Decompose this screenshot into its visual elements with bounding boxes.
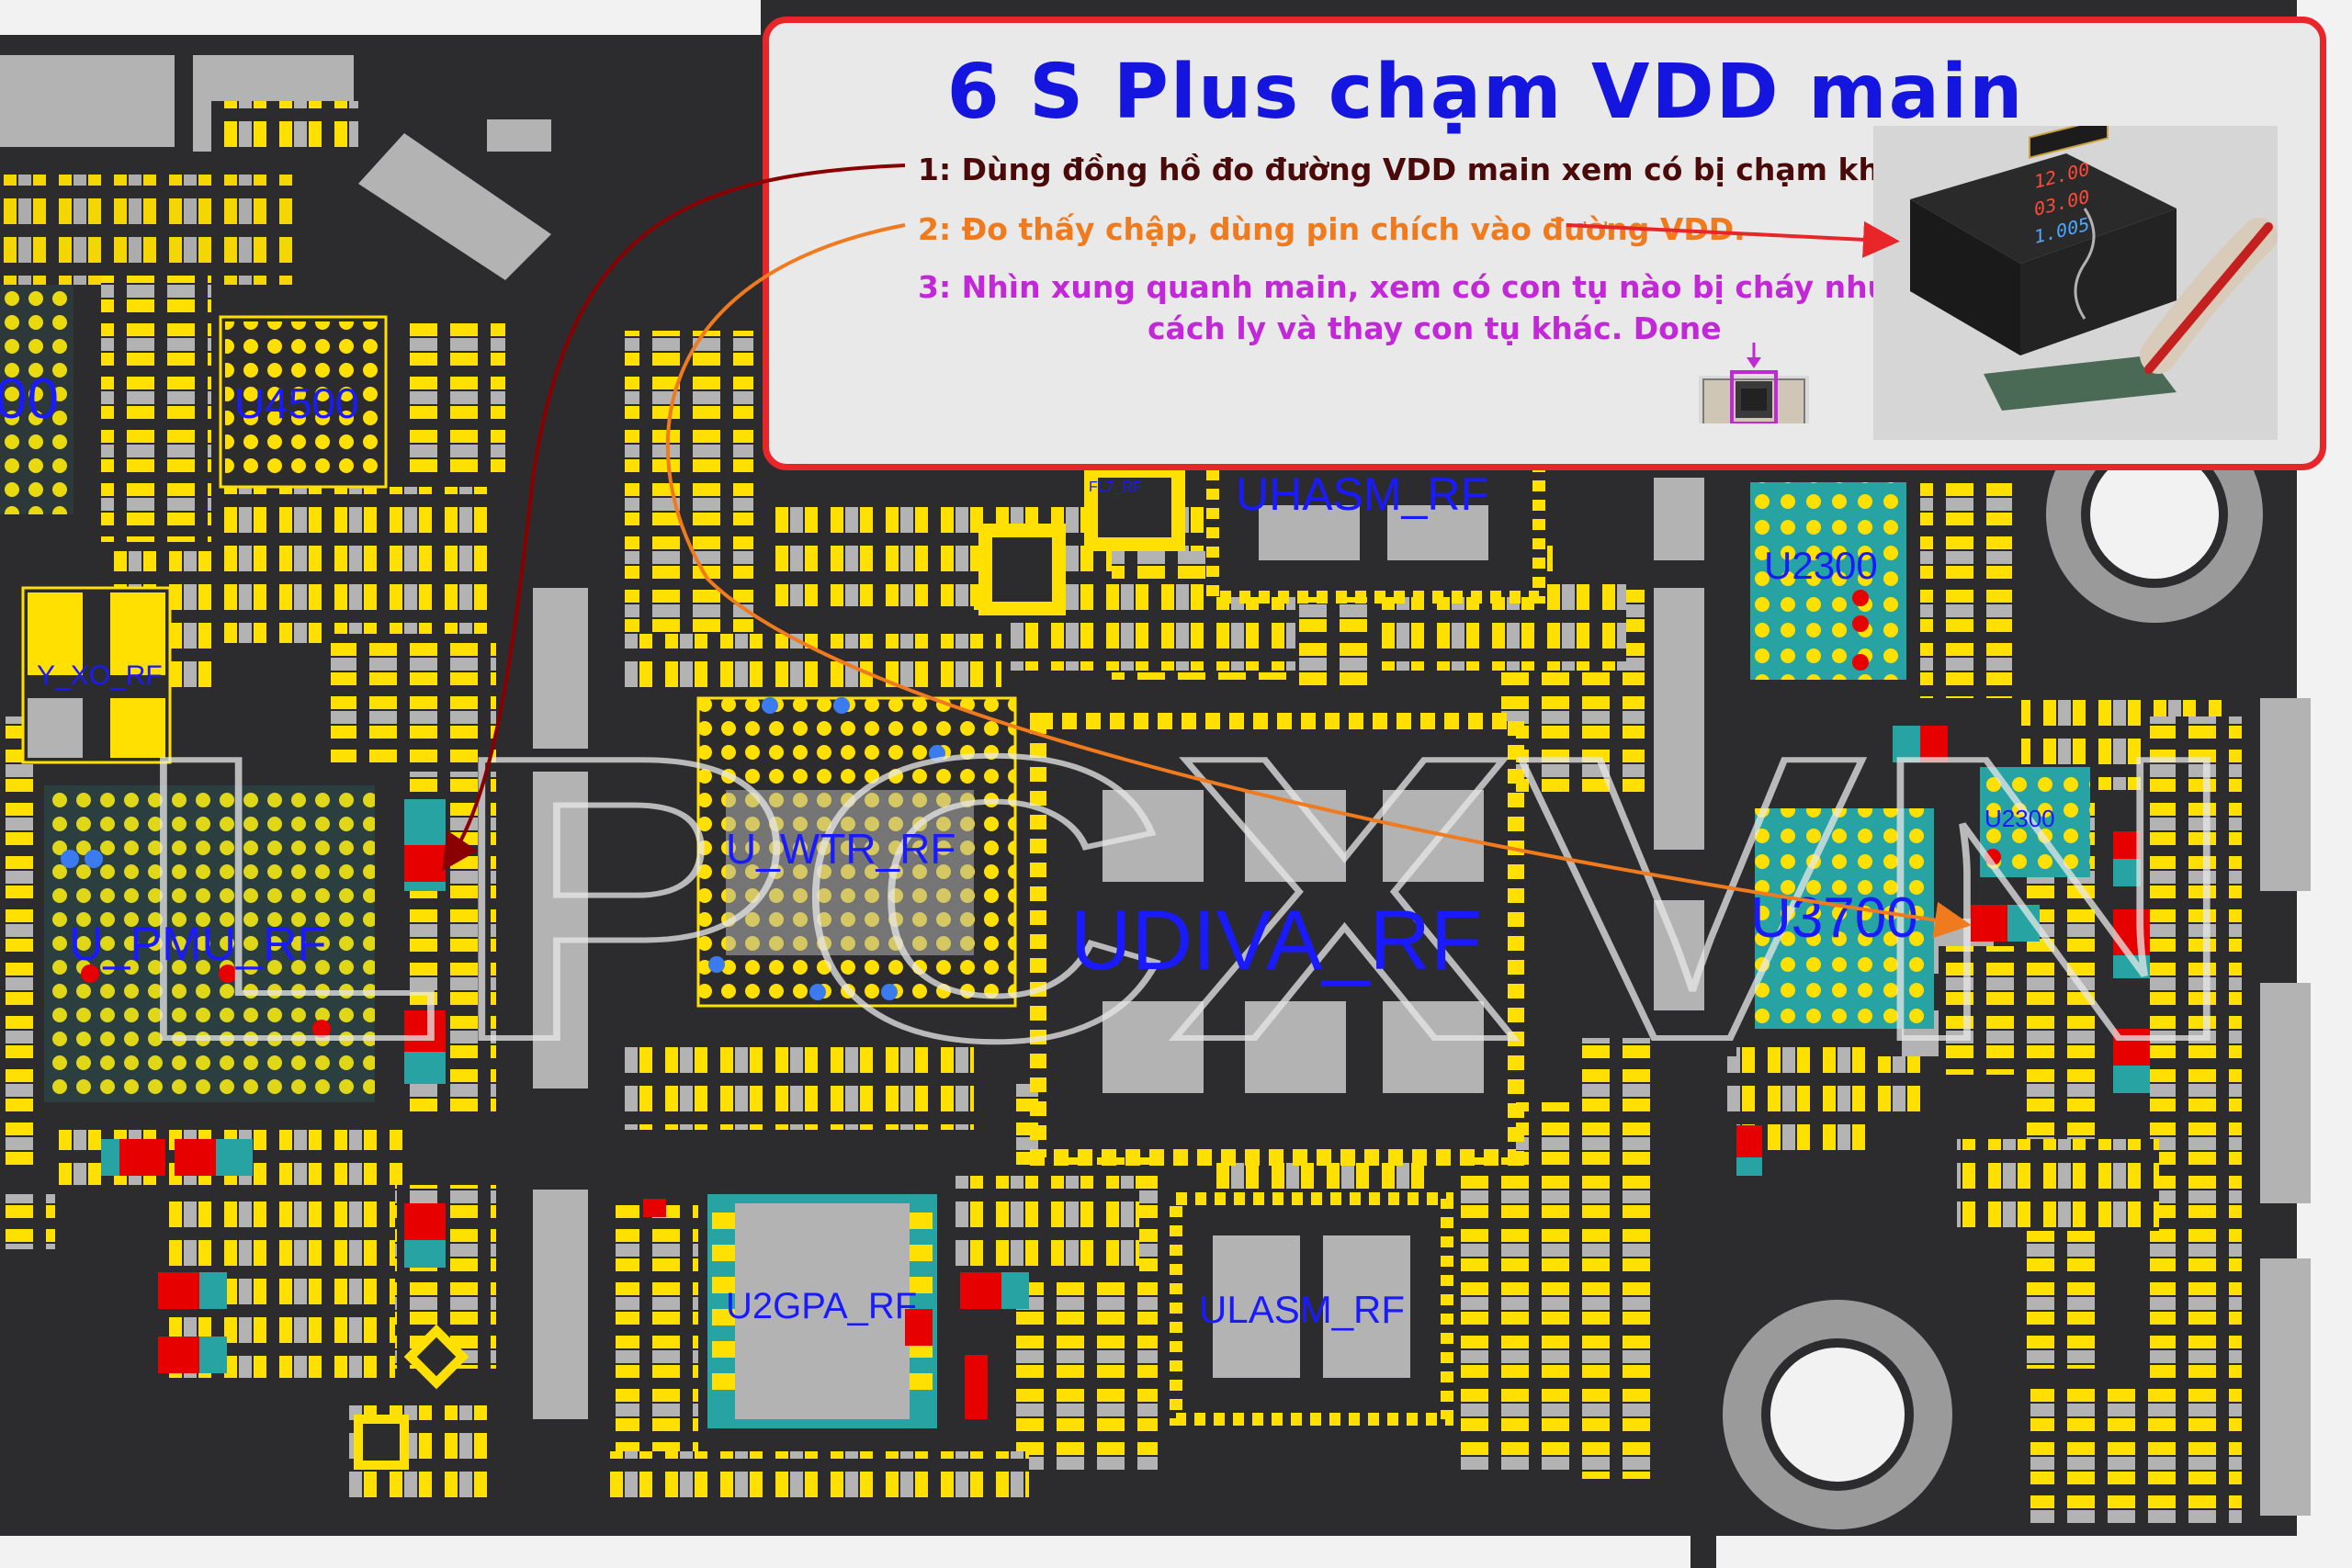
label-y-xo-rf: Y_XO_RF [37,660,163,691]
step-3-text-line1: 3: Nhìn xung quanh main, xem có con tụ n… [918,269,2018,305]
label-u2gpa-rf: U2GPA_RF [726,1286,917,1326]
step-1-text: 1: Dùng đồng hồ đo đường VDD main xem có… [918,152,1962,187]
u2gpa-rf [707,1194,937,1428]
filter-fl-rf [1084,464,1185,551]
label-udiva-rf: UDIVA_RF [1070,894,1482,987]
bga-u2300-small [1980,767,2090,877]
capacitors-highlight [101,726,2150,1419]
instruction-callout: 6 S Plus chạm VDD main 1: Dùng đồng hồ đ… [763,17,2326,470]
label-u2300: U2300 [1764,544,1878,587]
label-u-pmu-rf: U_PMU_RF [69,918,326,971]
bga-u-pmu-rf [44,785,375,1102]
label-fl-rf: FL7_RF [1089,479,1142,495]
burnt-capacitor-image [1699,343,1809,423]
crystal-y-xo-rf [21,586,172,764]
step-2-text: 2: Đo thấy chập, dùng pin chích vào đườn… [918,211,1746,247]
bga-u4500 [219,315,388,489]
label-ulasm-rf: ULASM_RF [1199,1288,1405,1331]
label-u-wtr-rf: U_WTR_RF [726,825,956,873]
label-partial-left: 00 [0,367,59,431]
label-u4500: U4500 [234,379,359,427]
power-supply-photo: 12.00 03.00 1.005 [1873,126,2278,440]
qfn-ulasm-rf [1170,1192,1453,1426]
label-u2300-small: U2300 [1984,805,2055,832]
small-chip-diamond [354,1324,469,1470]
step-3-text-line2: cách ly và thay con tụ khác. Done [1148,310,1722,346]
callout-title: 6 S Plus chạm VDD main [946,49,2025,136]
label-u3700: U3700 [1750,886,1918,950]
small-chip-center [978,524,1066,615]
bga-partial-left [0,285,74,514]
label-uhasm-rf: UHASM_RF [1236,468,1488,520]
mounting-hole-bottom [1723,1300,1952,1529]
